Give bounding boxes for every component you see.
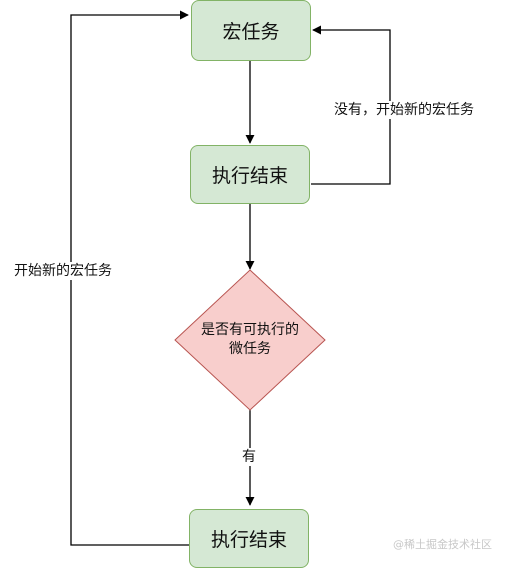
macro-task-label: 宏任务 — [222, 21, 280, 43]
end-exec-label-2: 执行结束 — [210, 529, 287, 551]
decision-label-line1: 是否有可执行的 — [201, 322, 299, 338]
decision-label-line2: 微任务 — [229, 341, 271, 357]
decision-label: 是否有可执行的 微任务 — [180, 321, 320, 359]
end-exec-node-2: 执行结束 — [189, 509, 309, 568]
edge-label-start-new-macro: 开始新的宏任务 — [14, 262, 112, 280]
edge-end2-loop-to-macro — [70, 10, 190, 546]
end-exec-label-1: 执行结束 — [211, 165, 288, 187]
edge-label-yes: 有 — [242, 448, 256, 466]
end-exec-node-1: 执行结束 — [190, 145, 310, 204]
edge-label-no-new-macro: 没有，开始新的宏任务 — [334, 101, 474, 119]
macro-task-node: 宏任务 — [191, 0, 311, 61]
watermark: @稀土掘金技术社区 — [393, 538, 492, 551]
decision-diamond — [174, 269, 326, 411]
